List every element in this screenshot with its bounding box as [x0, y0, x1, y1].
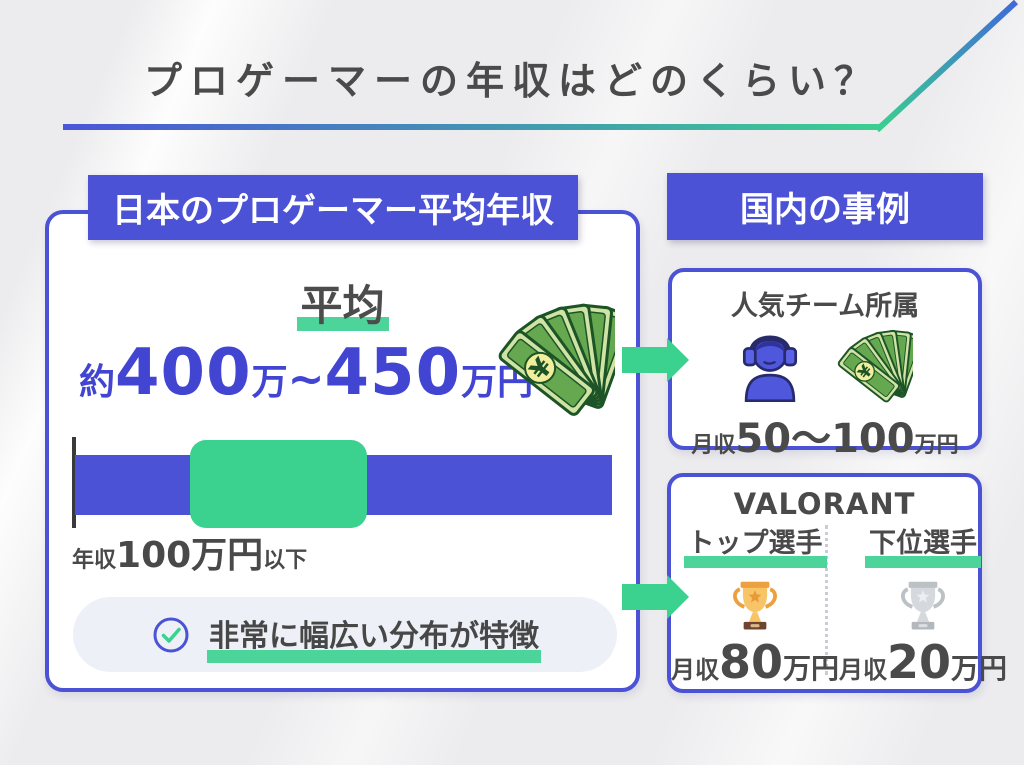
money-fan-icon [829, 326, 913, 404]
right-panel-header-label: 国内の事例 [740, 190, 910, 230]
bar-caption-suffix: 以下 [263, 548, 308, 573]
gradient-divider-line [63, 0, 1019, 133]
low-player-label: 下位選手 [865, 521, 982, 568]
page-title: プロゲーマーの年収はどのくらい？ [143, 59, 880, 103]
check-circle-icon [153, 617, 189, 652]
arrow-right-icon [622, 337, 690, 383]
average-underline [296, 317, 389, 331]
average-label: 平均 [300, 281, 385, 330]
team-income-prefix: 月収 [691, 433, 736, 458]
left-card-header-label: 日本のプロゲーマー平均年収 [112, 191, 554, 231]
distribution-bar-tick [72, 437, 76, 528]
income-prefix: 月収 [839, 656, 888, 684]
team-card-title: 人気チーム所属 [730, 291, 920, 322]
bar-caption-prefix: 年収 [72, 548, 117, 573]
right-panel-header-badge: 国内の事例 [667, 173, 983, 240]
amount-approx: 約 [79, 362, 116, 403]
income-value: 20 [887, 635, 952, 689]
note-text: 非常に幅広い分布が特徴 [207, 611, 541, 663]
team-income-value: 50〜100 [735, 416, 915, 462]
gamer-headset-icon [742, 335, 798, 402]
amount-low-unit: 万 [251, 362, 288, 403]
column-divider [824, 525, 828, 675]
distribution-bar-highlight [190, 440, 367, 528]
bar-caption-value: 100万円 [116, 535, 264, 576]
amount-tilde: ~ [287, 354, 325, 405]
amount-low: 400 [115, 336, 252, 410]
silver-trophy-icon [893, 578, 953, 631]
team-card-icons [672, 326, 978, 404]
income-suffix: 万円 [783, 652, 840, 685]
note-pill: 非常に幅広い分布が特徴 [73, 597, 617, 672]
team-income-suffix: 万円 [914, 433, 959, 458]
income-prefix: 月収 [671, 656, 719, 684]
top-player-label: トップ選手 [683, 521, 827, 568]
valorant-title: VALORANT [733, 487, 916, 521]
income-suffix: 万円 [951, 652, 1008, 685]
left-card-header-badge: 日本のプロゲーマー平均年収 [88, 175, 578, 240]
arrow-right-icon [622, 574, 690, 620]
gold-trophy-icon [725, 578, 785, 631]
amount-high: 450 [324, 336, 462, 410]
income-value: 80 [719, 635, 784, 689]
